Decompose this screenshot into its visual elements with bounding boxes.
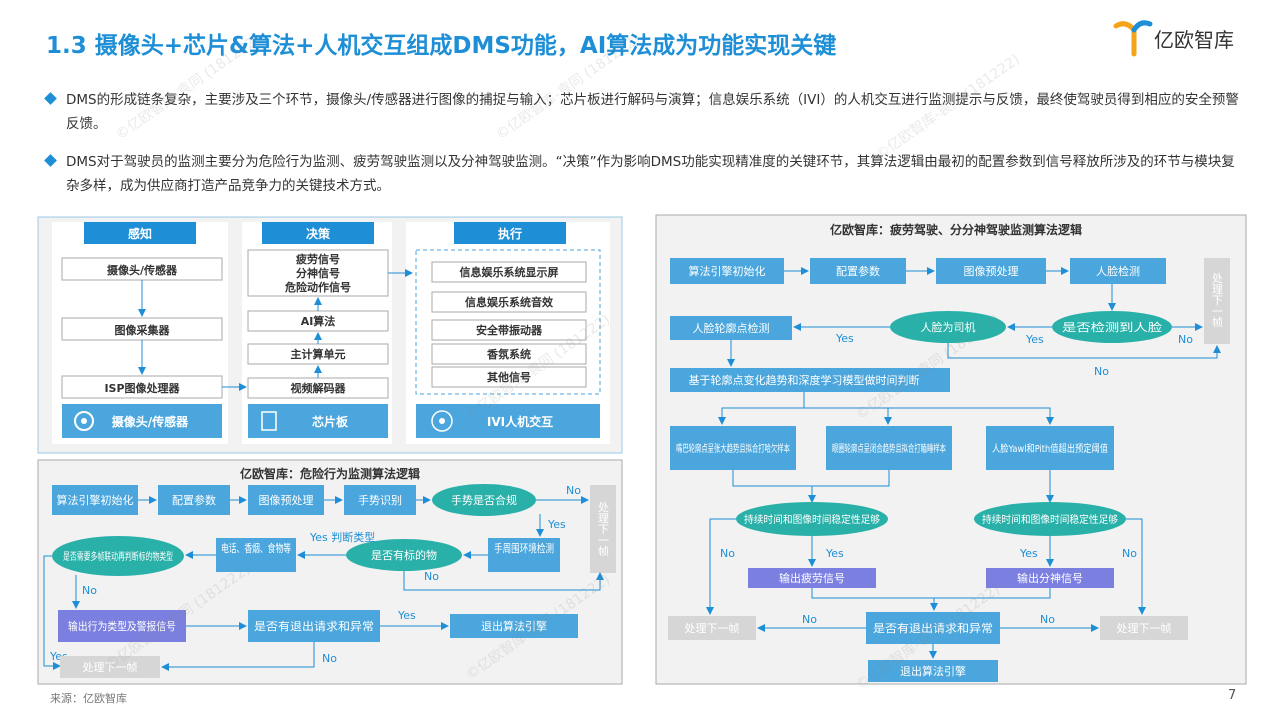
mouth-yawn-box: 嘴巴轮廓点呈张大趋势且拟合打哈欠样本 [676, 442, 790, 455]
chip-icon [261, 411, 277, 431]
distraction-signal-label: 分神信号 [296, 266, 340, 280]
brand-logo: 亿欧智库 [1112, 16, 1252, 60]
yes-judge-type-label: Yes 判断类型 [309, 530, 375, 544]
no-label: No [1178, 333, 1193, 346]
danger-preprocess-box: 图像预处理 [259, 494, 314, 507]
yes-label: Yes [1025, 333, 1044, 346]
yes-label: Yes [835, 332, 854, 345]
execution-header: 执行 [498, 226, 522, 241]
decision-header: 决策 [306, 226, 331, 241]
chip-board-footer: 芯片板 [312, 414, 349, 429]
camera-sensor-footer: 摄像头/传感器 [112, 414, 189, 429]
danger-side-next-frame: 处理下一帧 [597, 501, 610, 557]
fatigue-next-frame-left: 处理下一帧 [685, 621, 740, 635]
logo-icon: 亿欧智库 [1113, 20, 1234, 57]
other-signals-box: 其他信号 [487, 370, 531, 384]
fatigue-config-box: 配置参数 [836, 264, 880, 278]
output-fatigue-box: 输出疲劳信号 [779, 571, 845, 585]
ivi-display-box: 信息娱乐系统显示屏 [460, 265, 559, 279]
no-label: No [322, 652, 337, 665]
stability-decision-distraction: 持续时间和图像时间稳定性足够 [982, 513, 1118, 526]
ivi-audio-box: 信息娱乐系统音效 [465, 295, 554, 309]
danger-exit-engine-box: 退出算法引擎 [481, 619, 547, 633]
danger-panel-title: 亿欧智库：危险行为监测算法逻辑 [240, 466, 420, 481]
camera-icon [74, 411, 94, 431]
danger-signal-label: 危险动作信号 [284, 280, 351, 294]
video-decoder-box: 视频解码器 [291, 381, 347, 395]
fragrance-system-box: 香氛系统 [486, 347, 531, 361]
logo-text: 亿欧智库 [1154, 28, 1234, 52]
no-label: No [566, 484, 581, 497]
bullet-2: DMS对于驾驶员的监测主要分为危险行为监测、疲劳驾驶监测以及分神驾驶监测。“决策… [44, 150, 1246, 198]
bullet-text: DMS对于驾驶员的监测主要分为危险行为监测、疲劳驾驶监测以及分神驾驶监测。“决策… [66, 154, 1235, 194]
fatigue-exit-request-decision: 是否有退出请求和异常 [873, 621, 993, 635]
fatigue-next-frame-right: 处理下一帧 [1117, 621, 1172, 635]
perception-header: 感知 [128, 226, 152, 241]
hand-environment-box: 手周围环境检测 [494, 541, 554, 555]
output-behavior-box: 输出行为类型及警报信号 [68, 619, 176, 633]
eyes-doze-box: 眼圈轮廓点呈闭合趋势且拟合打瞌睡样本 [832, 442, 946, 455]
fatigue-init-box: 算法引擎初始化 [689, 264, 766, 278]
ivi-hmi-footer: IVI人机交互 [487, 414, 553, 429]
danger-behavior-panel: 亿欧智库：危险行为监测算法逻辑 算法引擎初始化 配置参数 图像预处理 手势识别 … [37, 459, 623, 685]
danger-next-frame-box: 处理下一帧 [83, 660, 138, 674]
watermark-text: ©亿欧智库-袁同 (181222) [873, 52, 1023, 164]
isp-processor-box: ISP图像处理器 [104, 381, 180, 395]
camera-sensor-box: 摄像头/传感器 [107, 263, 178, 277]
page-number: 7 [1228, 688, 1237, 703]
fatigue-preprocess-box: 图像预处理 [964, 265, 1019, 278]
gesture-recognition-box: 手势识别 [358, 493, 402, 507]
face-detection-box: 人脸检测 [1096, 264, 1140, 278]
face-detected-decision: 是否检测到人脸 [1062, 320, 1162, 334]
objects-box: 电话、香烟、食物等 [221, 541, 291, 555]
image-collector-box: 图像采集器 [115, 323, 171, 337]
no-label: No [720, 547, 735, 560]
multi-frame-decision: 是否需要多帧联动再判断标的物类型 [63, 550, 173, 563]
no-label: No [802, 613, 817, 626]
yes-label: Yes [1019, 547, 1038, 560]
no-label: No [1040, 613, 1055, 626]
danger-init-box: 算法引擎初始化 [57, 493, 134, 507]
ai-algorithm-box: AI算法 [301, 314, 336, 328]
exit-request-decision: 是否有退出请求和异常 [254, 619, 374, 633]
main-compute-box: 主计算单元 [291, 347, 346, 361]
output-distraction-box: 输出分神信号 [1017, 571, 1083, 585]
has-object-decision: 是否有标的物 [371, 548, 437, 562]
stability-decision-fatigue: 持续时间和图像时间稳定性足够 [744, 513, 880, 526]
no-label: No [424, 570, 439, 583]
seatbelt-vibrator-box: 安全带振动器 [476, 323, 543, 337]
yes-label: Yes [397, 609, 416, 622]
is-driver-decision: 人脸为司机 [921, 320, 976, 334]
architecture-panel: 感知 决策 执行 摄像头/传感器 图像采集器 ISP图像处理器 摄像头/传感器 … [37, 216, 623, 454]
yaw-pitch-box: 人脸Yawl和Pith值超出预定阈值 [992, 442, 1108, 455]
gesture-compliant-decision: 手势是否合规 [451, 493, 517, 507]
source-footer: 来源：亿欧智库 [50, 692, 127, 705]
hmi-network-icon [431, 410, 453, 432]
bullet-1: DMS的形成链条复杂，主要涉及三个环节，摄像头/传感器进行图像的捕捉与输入；芯片… [44, 88, 1246, 136]
watermark-text: ©亿欧智库-袁同 (181222) [113, 32, 263, 144]
fatigue-signal-label: 疲劳信号 [296, 252, 340, 266]
fatigue-panel-title: 亿欧智库：疲劳驾驶、分分神驾驶监测算法逻辑 [830, 222, 1082, 237]
no-label: No [82, 584, 97, 597]
page-title: 1.3 摄像头+芯片&算法+人机交互组成DMS功能，AI算法成为功能实现关键 [46, 33, 837, 59]
yes-label: Yes [825, 547, 844, 560]
danger-config-box: 配置参数 [172, 493, 216, 507]
watermark-text: ©亿欧智库-袁同 (181222) [493, 32, 643, 144]
bullet-text: DMS的形成链条复杂，主要涉及三个环节，摄像头/传感器进行图像的捕捉与输入；芯片… [66, 92, 1239, 132]
model-judgement-box: 基于轮廓点变化趋势和深度学习模型做时间判断 [689, 373, 920, 387]
landmark-detection-box: 人脸轮廓点检测 [693, 321, 770, 335]
fatigue-exit-engine-box: 退出算法引擎 [900, 664, 966, 678]
fatigue-side-next-frame: 处理下一帧 [1211, 272, 1224, 328]
no-label: No [1122, 547, 1137, 560]
fatigue-distraction-panel: 亿欧智库：疲劳驾驶、分分神驾驶监测算法逻辑 算法引擎初始化 配置参数 图像预处理… [655, 214, 1247, 685]
yes-label: Yes [547, 518, 566, 531]
no-label: No [1094, 365, 1109, 378]
